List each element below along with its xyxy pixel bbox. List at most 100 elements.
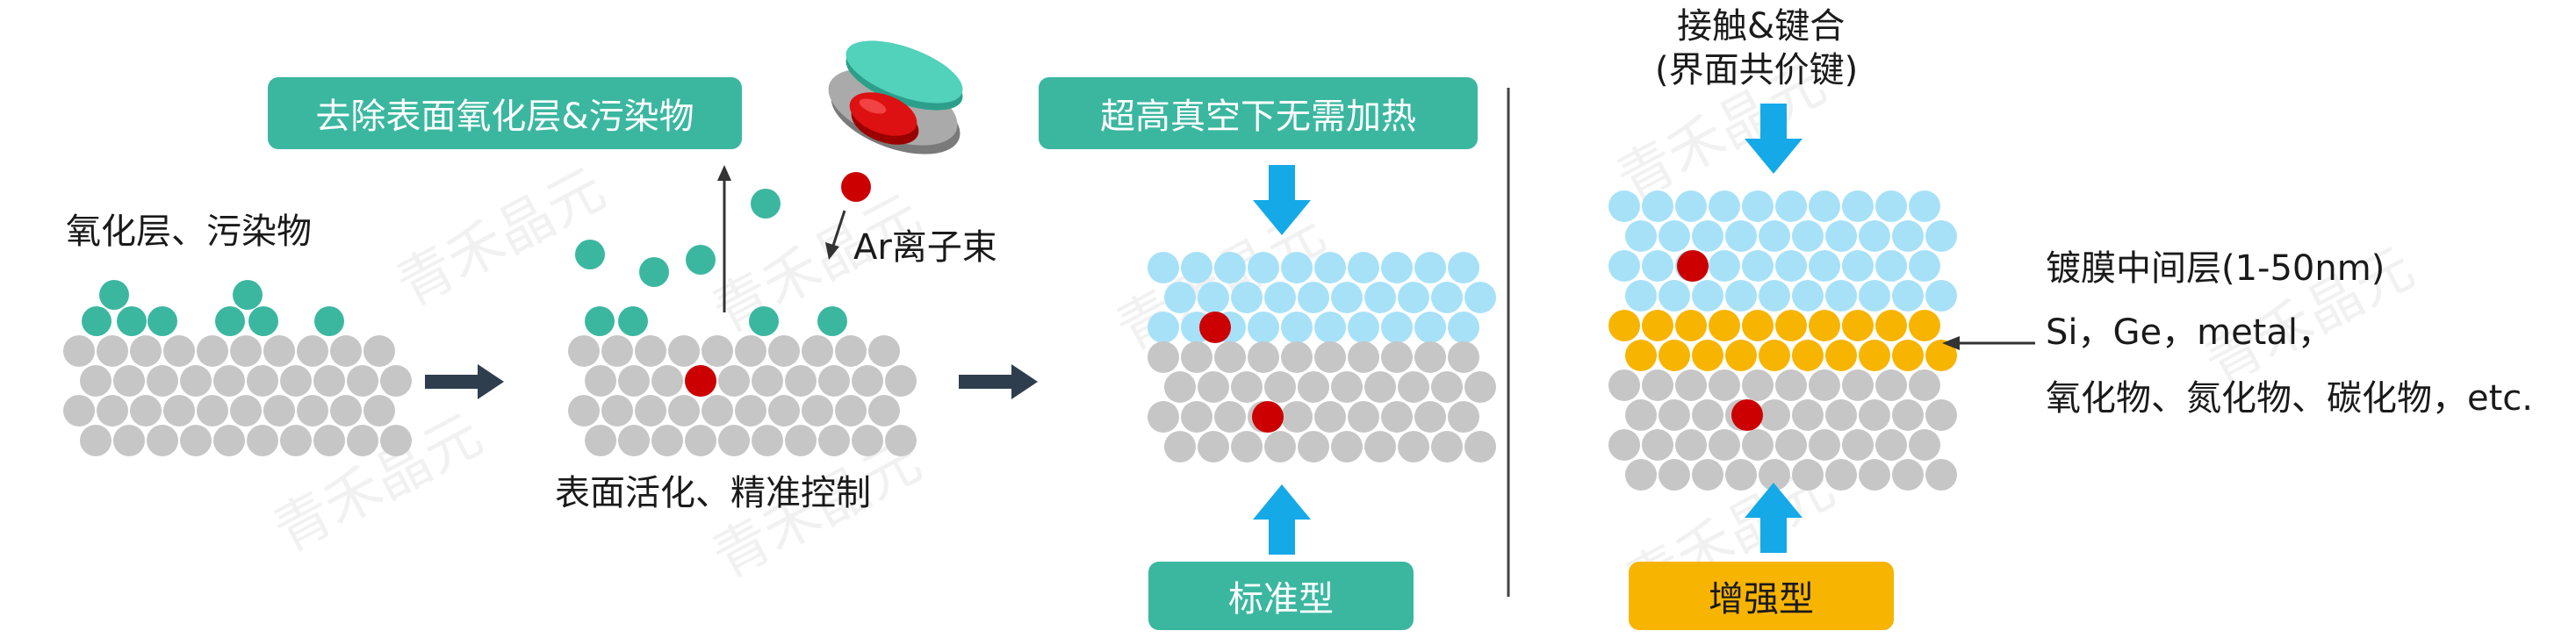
top-wafer-atom [1925,280,1957,312]
top-wafer-atom [1809,190,1840,222]
substrate-atom [113,365,145,397]
removed-contaminant-atom [639,257,669,287]
bottom-wafer-atom [1181,401,1212,433]
bottom-wafer-atom [1642,369,1673,401]
bottom-wafer-atom [1659,459,1690,491]
bottom-wafer-atom [1659,399,1690,431]
substrate-atom [735,395,766,427]
substrate-atom [852,425,883,456]
substrate-atom [297,395,328,427]
bottom-wafer-atom [1608,429,1640,461]
bottom-wafer-atom [1675,429,1707,461]
top-wafer-atom [1431,282,1463,313]
top-wafer-atom [1792,280,1824,312]
contact-bond-label: 接触&键合 [1677,6,1846,47]
substrate-atom [852,365,883,397]
top-wafer-atom [1381,252,1413,283]
substrate-atom [585,365,616,397]
substrate-atom [263,335,295,367]
contaminant-atom [585,306,615,336]
interlayer-atom [1909,310,1940,341]
substrate-atom [768,335,800,367]
top-wafer-atom [1742,190,1774,222]
ion-beam-arrow [830,210,846,252]
bottom-wafer-atom [1742,369,1774,401]
top-wafer-atom [1759,220,1790,252]
bottom-wafer-atom [1264,431,1296,462]
bottom-wafer-atom [1909,369,1940,401]
interlayer-atom [1608,310,1640,341]
top-wafer-atom [1775,190,1807,222]
substrate-atom [247,365,278,397]
top-wafer-atom [1281,252,1313,283]
substrate-atom [80,425,112,456]
substrate-atom [635,335,666,367]
top-wafer-atom [1348,252,1379,283]
bottom-wafer-atom [1464,431,1496,462]
substrate-atom [163,395,195,427]
ar-ion [1252,401,1284,433]
bottom-wafer-atom [1381,401,1413,433]
substrate-atom [113,425,145,456]
top-wafer-atom [1214,252,1246,283]
contaminant-atom [82,306,112,336]
top-wafer-atom [1198,282,1229,313]
top-wafer-atom [1298,282,1329,313]
bottom-wafer-atom [1331,431,1363,462]
no-heating-label: 超高真空下无需加热 [1039,77,1478,149]
interlayer-atom [1775,310,1807,341]
top-wafer-atom [1809,250,1840,282]
top-wafer-atom [1231,282,1263,313]
top-wafer-atom [1448,252,1479,283]
bottom-wafer-atom [1792,399,1824,431]
substrate-atom [568,335,600,367]
press-arrow-icon [1745,104,1802,174]
top-wafer-atom [1875,250,1907,282]
interlayer-compounds: 氧化物、氮化物、碳化物，etc. [2046,378,2533,419]
bottom-wafer-atom [1709,429,1740,461]
interlayer-atom [1659,340,1690,371]
top-wafer-atom [1642,190,1673,222]
bottom-wafer-atom [1398,371,1429,403]
bottom-wafer-atom [1298,431,1329,462]
substrate-atom [80,365,112,397]
bottom-wafer-atom [1398,431,1429,462]
top-wafer-atom [1742,250,1774,282]
contaminant-atom [117,306,147,336]
top-wafer-atom [1675,190,1707,222]
top-wafer-atom [1659,220,1690,252]
top-wafer-atom [1608,250,1640,282]
top-wafer-atom [1608,190,1640,222]
substrate-atom [702,395,733,427]
substrate-atom [585,425,616,456]
bottom-wafer-atom [1608,369,1640,401]
substrate-atom [97,335,128,367]
bottom-wafer-atom [1164,431,1196,462]
substrate-atom [885,425,917,456]
top-wafer-atom [1775,250,1807,282]
substrate-atom [213,425,245,456]
substrate-atom [97,395,128,427]
bottom-wafer-atom [1692,399,1723,431]
interlayer-atom [1625,340,1657,371]
bottom-wafer-atom [1414,341,1446,373]
top-wafer-atom [1709,190,1740,222]
top-wafer-atom [1148,252,1179,283]
bottom-wafer-atom [1148,341,1179,373]
bottom-wafer-atom [1431,431,1463,462]
top-wafer-atom [1414,252,1446,283]
bottom-wafer-atom [1231,371,1263,403]
top-wafer-atom [1364,282,1396,313]
bottom-wafer-atom [1464,371,1496,403]
remove-oxide-label: 去除表面氧化层&污染物 [268,77,742,149]
substrate-atom [601,335,633,367]
substrate-atom [380,365,412,397]
top-wafer-atom [1759,280,1790,312]
top-wafer-atom [1464,282,1496,313]
interlayer-atom [1892,340,1924,371]
interlayer-atom [1642,310,1673,341]
substrate-atom [785,425,817,456]
bottom-wafer-atom [1348,341,1379,373]
top-wafer-atom [1642,250,1673,282]
